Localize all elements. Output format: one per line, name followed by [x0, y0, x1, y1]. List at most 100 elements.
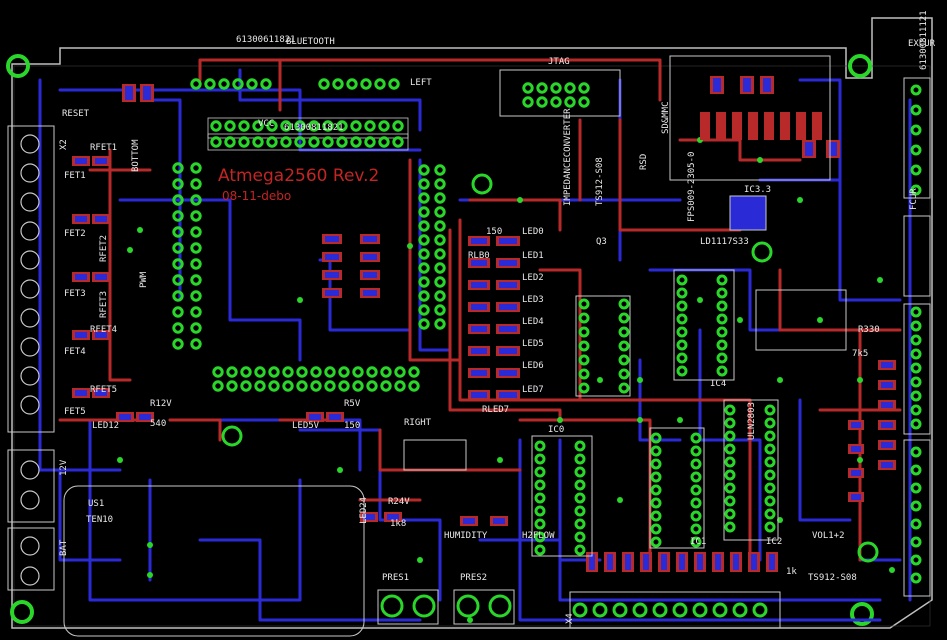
- terminal-screw: [20, 490, 40, 510]
- header-pin: [308, 120, 320, 132]
- ic-pin: [534, 544, 546, 556]
- ic-pin: [534, 453, 546, 465]
- header-pin: [910, 164, 922, 176]
- smd-resistor: [95, 216, 107, 222]
- smd-capacitor: [607, 554, 613, 570]
- ic-pin: [690, 536, 702, 548]
- terminal-screw: [488, 594, 512, 618]
- smd-resistor: [713, 78, 721, 92]
- smd-led: [499, 392, 517, 398]
- header-pin: [910, 84, 922, 96]
- header-pin: [232, 78, 244, 90]
- smd-resistor: [471, 260, 487, 266]
- header-pin: [910, 418, 922, 430]
- header-pin: [322, 136, 334, 148]
- ic-pin: [578, 354, 590, 366]
- label-led2: LED2: [522, 273, 544, 283]
- smd-resistor: [881, 362, 893, 368]
- board-subtitle: 08-11-debo: [222, 189, 292, 203]
- header-pin: [346, 78, 358, 90]
- header-pin: [240, 380, 252, 392]
- label-sd-mmc: SD&MMC: [661, 101, 671, 134]
- smd-resistor: [471, 326, 487, 332]
- header-pin: [190, 242, 202, 254]
- header-pin: [172, 178, 184, 190]
- header-pin: [190, 258, 202, 270]
- label-excur: EXCUR: [908, 39, 936, 49]
- header-pin: [418, 164, 430, 176]
- label-bluetooth-pn: 61300611821: [236, 35, 296, 45]
- header-pin: [260, 78, 272, 90]
- smd-resistor: [325, 290, 339, 296]
- ic-pin: [716, 339, 728, 351]
- electrolytic-capacitor: [751, 241, 773, 263]
- smd-capacitor: [589, 554, 595, 570]
- header-pin: [434, 178, 446, 190]
- terminal-screw: [20, 250, 40, 270]
- ic-pin: [716, 326, 728, 338]
- label-led5v: LED5V: [292, 421, 320, 431]
- header-pin: [364, 136, 376, 148]
- header-pin: [910, 306, 922, 318]
- label-led24: LED24: [359, 496, 369, 524]
- header-pin: [712, 602, 728, 618]
- header-pin: [322, 120, 334, 132]
- ic-pin: [724, 417, 736, 429]
- header-pin: [434, 192, 446, 204]
- header-pin: [190, 290, 202, 302]
- smd-resistor: [471, 282, 487, 288]
- ic-pin: [534, 440, 546, 452]
- header-pin: [522, 96, 534, 108]
- header-pin: [212, 380, 224, 392]
- via: [407, 243, 413, 249]
- smd-resistor: [881, 422, 893, 428]
- header-pin: [204, 78, 216, 90]
- label-r7k5: 7k5: [852, 349, 869, 359]
- smd-capacitor: [125, 86, 133, 100]
- header-pin: [418, 248, 430, 260]
- sd-contacts: [700, 112, 822, 140]
- smd-resistor: [805, 142, 813, 156]
- terminal-screw: [20, 566, 40, 586]
- smd-capacitor: [769, 554, 775, 570]
- ic-pin: [764, 469, 776, 481]
- header-pin: [254, 380, 266, 392]
- smd-resistor: [363, 236, 377, 242]
- ic-pin: [650, 536, 662, 548]
- header-pin: [190, 78, 202, 90]
- board-title: Atmega2560 Rev.2: [218, 166, 380, 186]
- header-pin: [338, 366, 350, 378]
- ic-pin: [690, 458, 702, 470]
- via: [297, 297, 303, 303]
- label-r540: 540: [150, 419, 167, 429]
- ic-pin: [764, 508, 776, 520]
- header-pin: [190, 226, 202, 238]
- pin-rows: [20, 78, 922, 618]
- label-led12: LED12: [92, 421, 120, 431]
- header-pin: [252, 120, 264, 132]
- header-pin: [282, 366, 294, 378]
- ic-pin: [724, 482, 736, 494]
- label-pres1: PRES1: [382, 573, 410, 583]
- ic-pin: [676, 300, 688, 312]
- smd-resistor: [95, 332, 107, 338]
- ic-pin: [724, 456, 736, 468]
- header-pin: [366, 380, 378, 392]
- header-top-row: [207, 117, 409, 151]
- smd-capacitor: [715, 554, 721, 570]
- via: [557, 417, 563, 423]
- smd-resistor: [363, 290, 377, 296]
- electrolytic-capacitor: [471, 173, 493, 195]
- label-bluetooth: BLUETOOTH: [286, 37, 335, 47]
- header-pin: [550, 82, 562, 94]
- ic-pin: [724, 443, 736, 455]
- electrolytic-capacitor: [221, 425, 243, 447]
- via: [877, 277, 883, 283]
- label-jtag: JTAG: [548, 57, 570, 67]
- ic-pin: [764, 521, 776, 533]
- ic-pin: [618, 340, 630, 352]
- ic-pin: [690, 523, 702, 535]
- smd-capacitor: [751, 554, 757, 570]
- header-pin: [418, 290, 430, 302]
- header-pin: [408, 366, 420, 378]
